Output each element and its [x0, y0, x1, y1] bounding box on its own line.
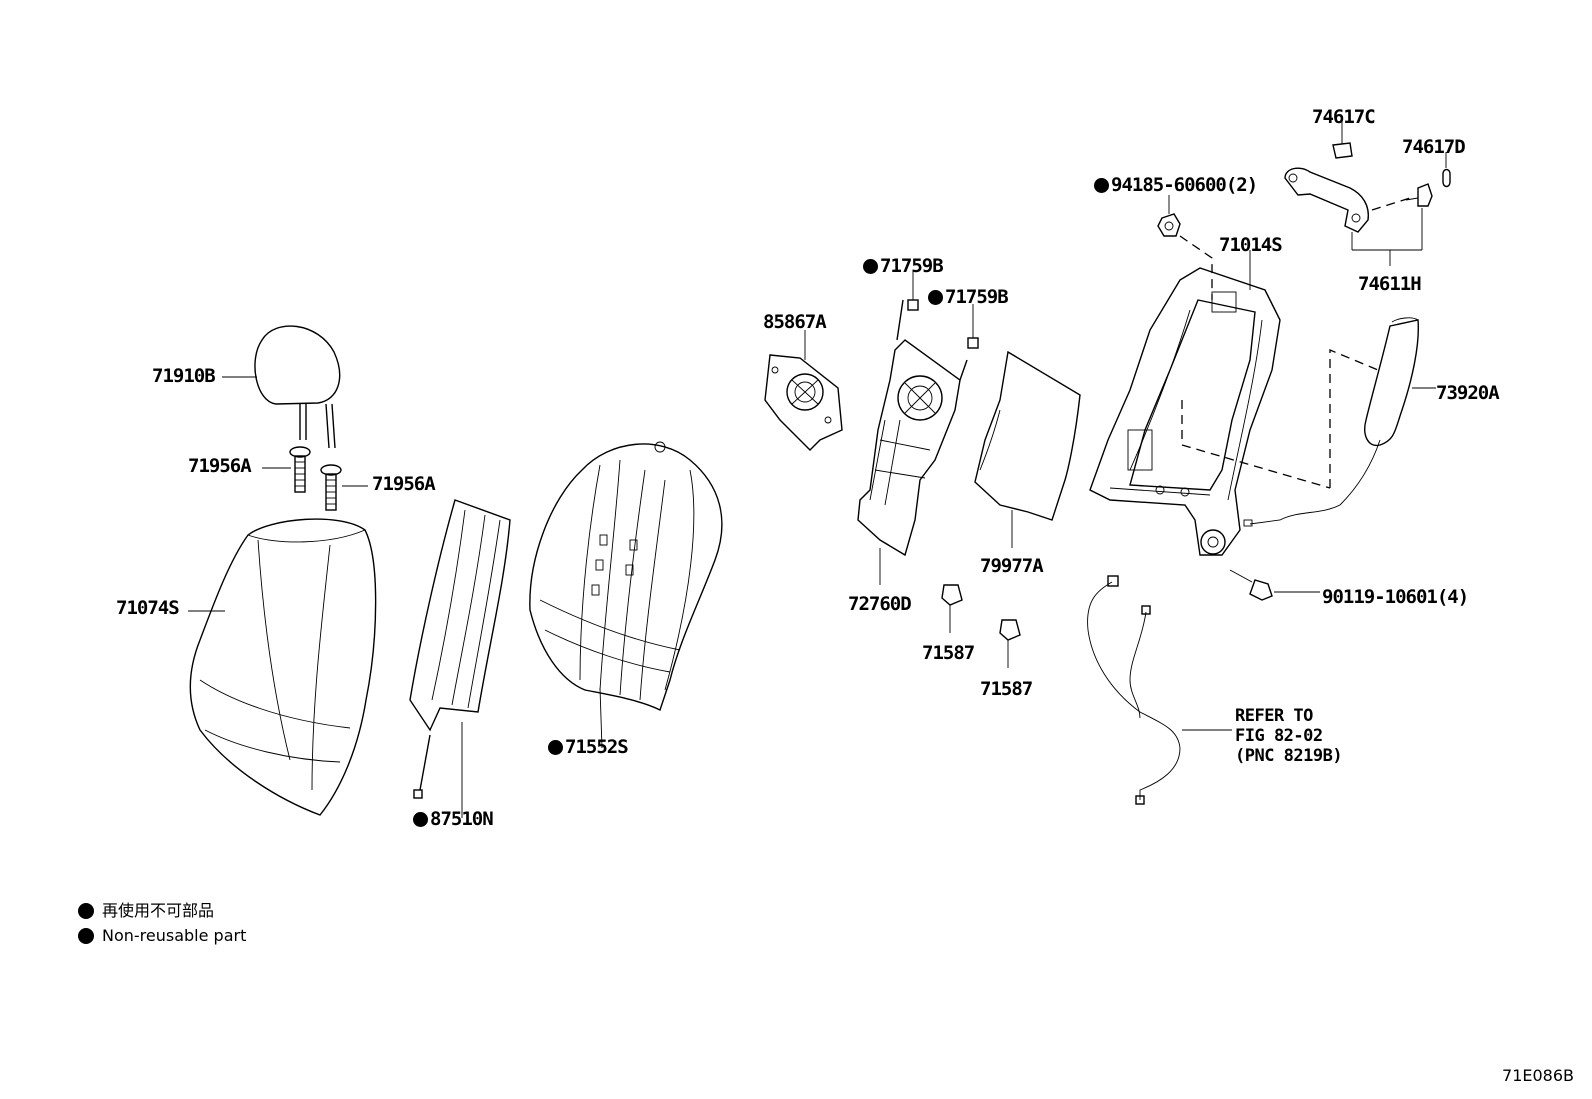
part-label-71759B-b[interactable]: 71759B	[928, 288, 1009, 307]
refer-line-3: (PNC 8219B)	[1235, 746, 1343, 766]
part-label-90119-10601[interactable]: 90119-10601(4)	[1322, 586, 1469, 608]
refer-line-2: FIG 82-02	[1235, 726, 1323, 746]
nonreusable-dot-icon	[78, 928, 94, 944]
wire-harness-drawing	[1087, 575, 1232, 805]
part-label-71587-b[interactable]: 71587	[980, 678, 1033, 700]
nonreusable-dot-icon	[863, 259, 878, 274]
clip-drawing	[907, 270, 979, 349]
part-label-74617C[interactable]: 74617C	[1312, 106, 1376, 128]
nonreusable-dot-icon	[548, 740, 563, 755]
part-label-72760D[interactable]: 72760D	[848, 593, 912, 615]
nonreusable-dot-icon	[78, 903, 94, 919]
seatback-cover-drawing	[188, 518, 377, 816]
seatback-pad-drawing	[529, 441, 723, 749]
seat-frame-drawing	[1089, 235, 1379, 601]
part-label-71759B-a[interactable]: 71759B	[863, 257, 944, 276]
lumbar-support-drawing	[857, 299, 968, 585]
part-label-71587-a[interactable]: 71587	[922, 642, 975, 664]
part-label-74617D[interactable]: 74617D	[1402, 136, 1466, 158]
part-label-73920A[interactable]: 73920A	[1436, 382, 1500, 404]
part-label-71552S[interactable]: 71552S	[548, 738, 629, 757]
nut-drawing	[1157, 195, 1181, 237]
nonreusable-dot-icon	[1094, 178, 1109, 193]
lumbar-motor-drawing	[764, 330, 843, 451]
part-label-85867A[interactable]: 85867A	[763, 311, 827, 333]
part-label-71956A-left[interactable]: 71956A	[188, 455, 252, 477]
legend-english: Non-reusable part	[78, 928, 246, 944]
bracket-clip-drawing	[941, 584, 1021, 668]
headrest-drawing	[222, 325, 341, 449]
refer-to-figure-note[interactable]: REFER TO FIG 82-02 (PNC 8219B)	[1235, 706, 1343, 766]
nonreusable-dot-icon	[928, 290, 943, 305]
refer-line-1: REFER TO	[1235, 706, 1313, 726]
part-label-87510N[interactable]: 87510N	[413, 810, 494, 829]
part-label-74611H[interactable]: 74611H	[1358, 273, 1422, 295]
part-label-79977A[interactable]: 79977A	[980, 555, 1044, 577]
part-label-71014S[interactable]: 71014S	[1219, 234, 1283, 256]
seatback-board-drawing	[974, 350, 1081, 548]
assist-grip-drawing	[1284, 120, 1451, 266]
part-label-71956A-right[interactable]: 71956A	[372, 473, 436, 495]
legend-japanese: 再使用不可部品	[78, 903, 214, 919]
side-airbag-drawing	[1243, 317, 1436, 527]
part-label-94185-60600[interactable]: 94185-60600(2)	[1094, 176, 1258, 195]
part-label-71910B[interactable]: 71910B	[152, 365, 216, 387]
nonreusable-dot-icon	[413, 812, 428, 827]
figure-id: 71E086B	[1502, 1066, 1574, 1085]
headrest-guide-drawing	[262, 446, 368, 511]
part-label-71074S[interactable]: 71074S	[116, 597, 180, 619]
seat-heater-drawing	[409, 499, 511, 818]
